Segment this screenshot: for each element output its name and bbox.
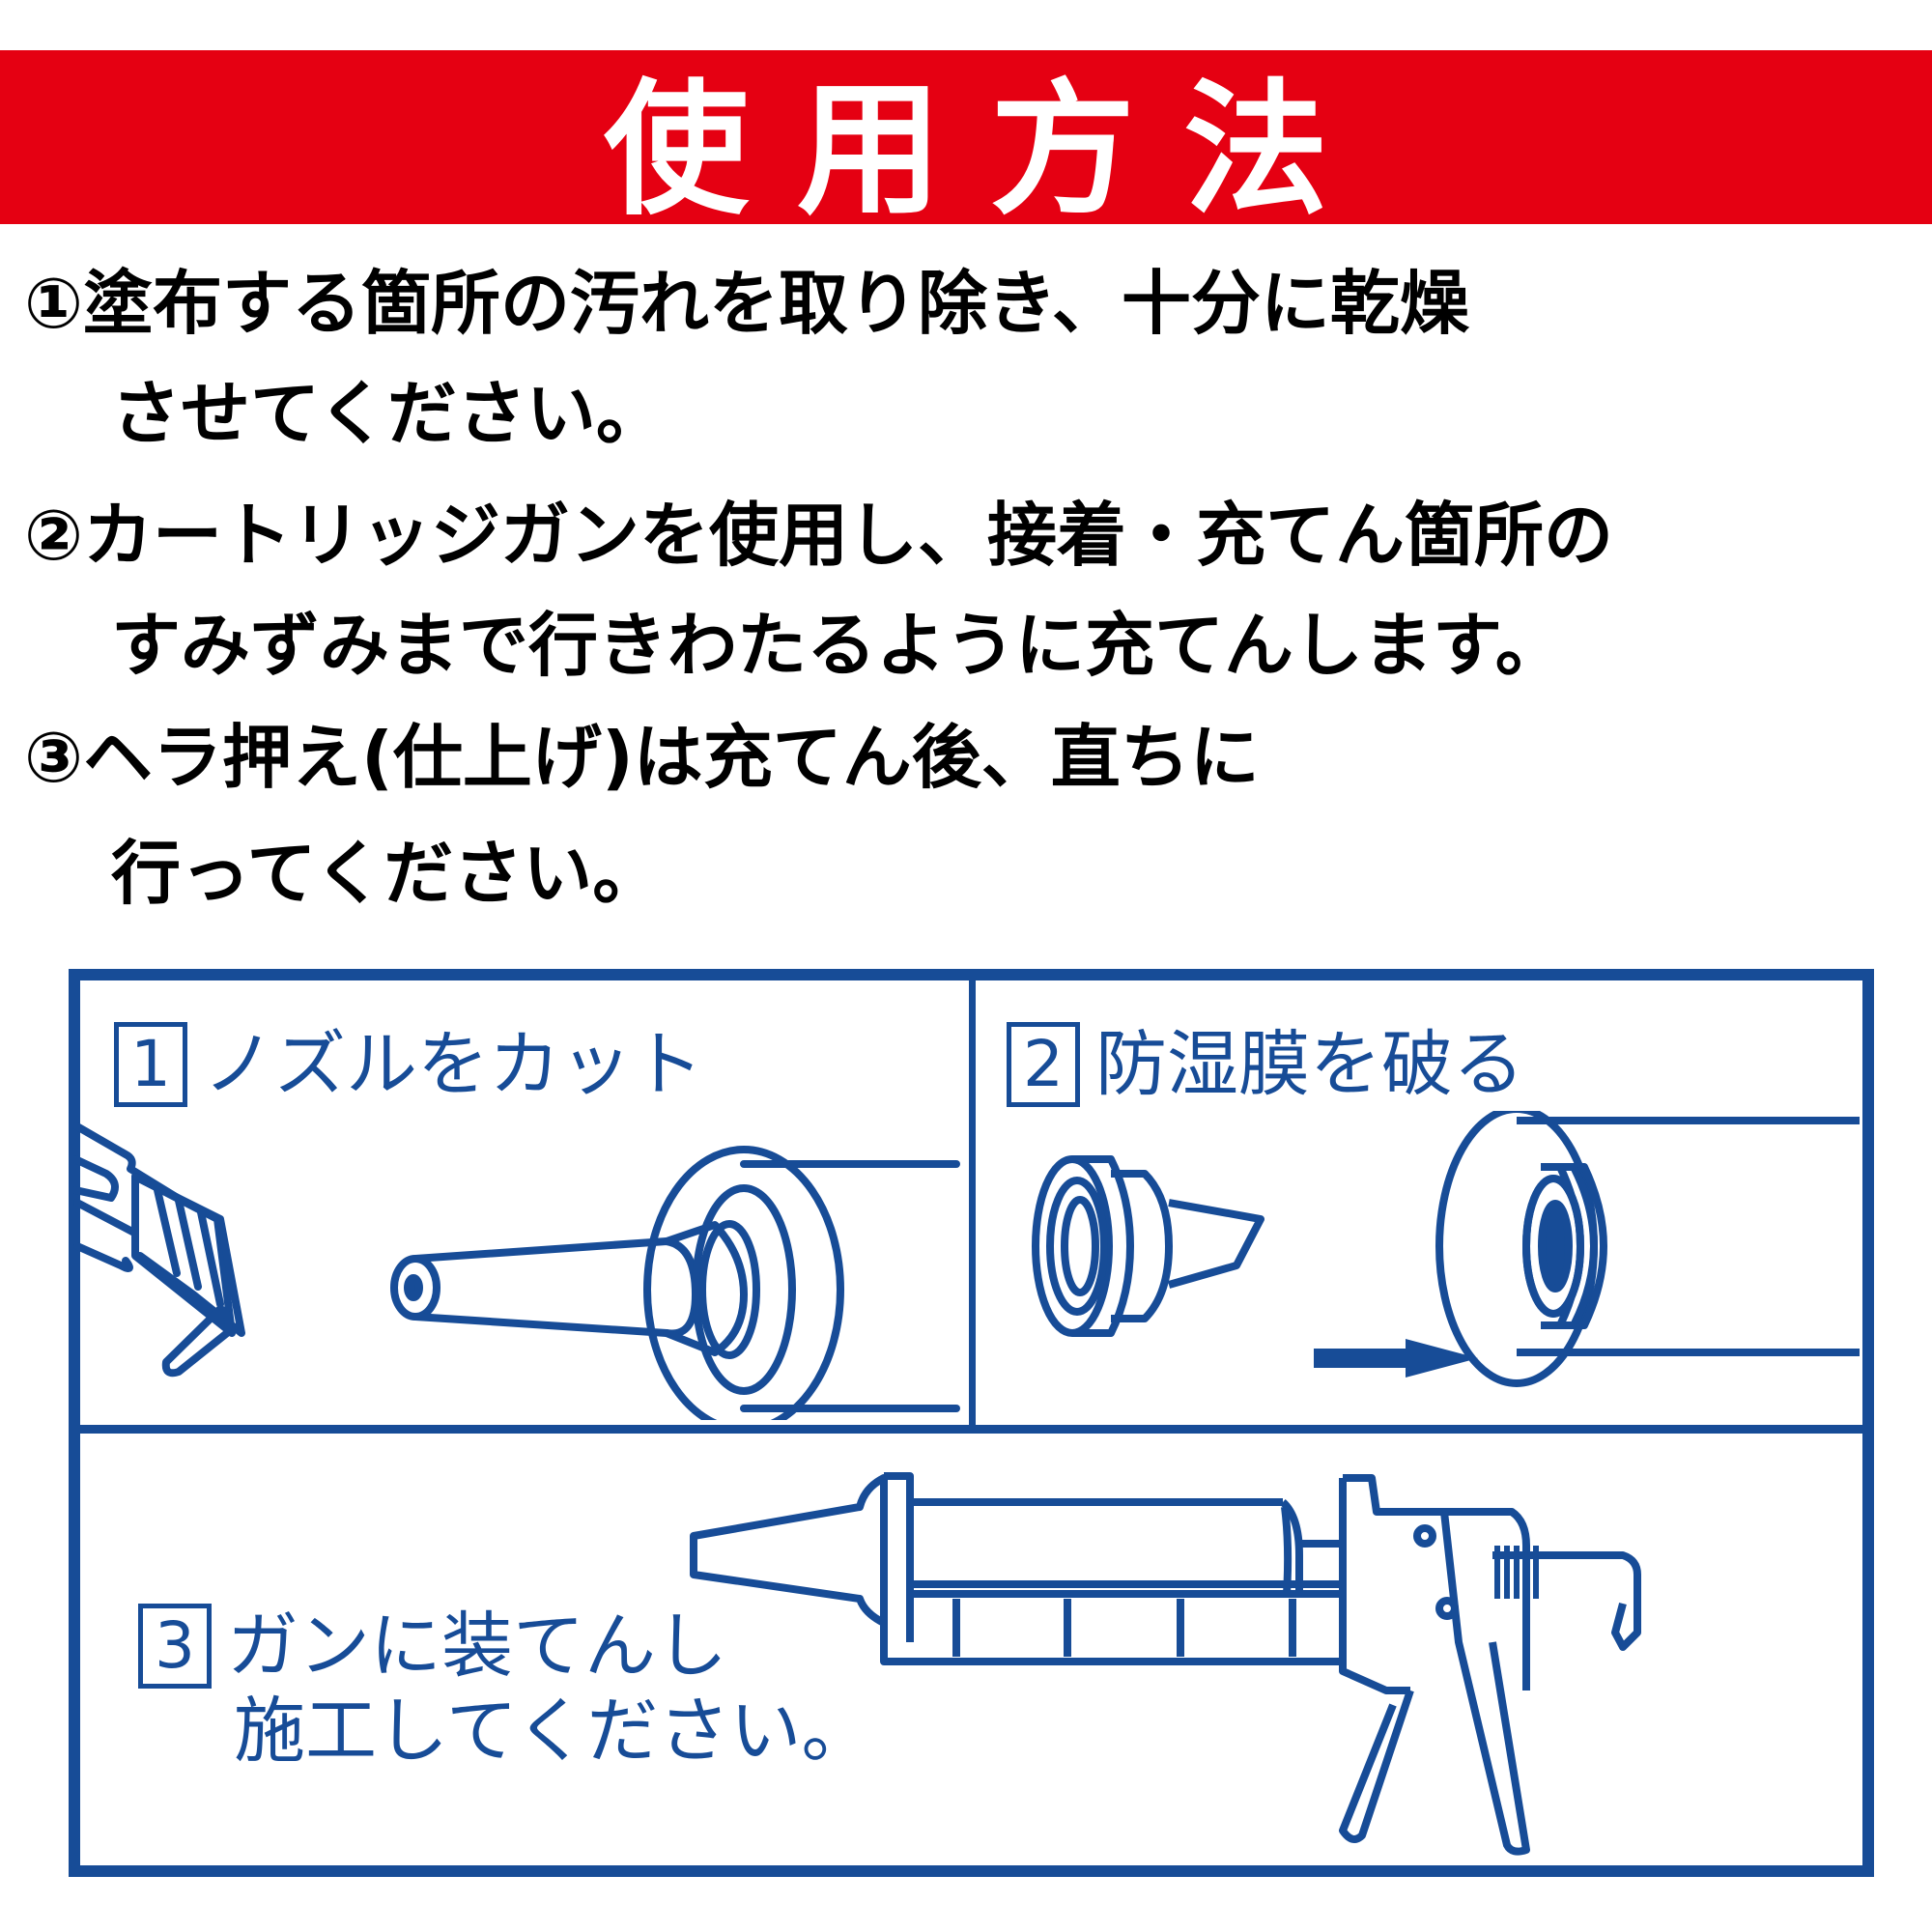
- instruction-1: ①塗布する箇所の汚れを取り除き、十分に乾燥: [24, 269, 1469, 338]
- step-number-box: 3: [138, 1604, 212, 1689]
- step-marker: ②: [24, 495, 83, 576]
- page-title: 使用方法: [603, 66, 1377, 235]
- cartridge-nozzle-icon: [390, 1146, 960, 1420]
- cutter-nozzle-illustration: [72, 1122, 960, 1420]
- step-marker: ③: [24, 717, 83, 798]
- instruction-3-continued: 行ってください。: [111, 833, 663, 914]
- caulking-gun-illustration: [690, 1472, 1641, 1856]
- step-number-box: 2: [1007, 1022, 1080, 1107]
- instruction-text: カートリッジガンを使用し、接着・充てん箇所の: [82, 495, 1613, 576]
- arrow-right-icon: [1314, 1339, 1478, 1378]
- panel-divider-vertical: [969, 969, 976, 1429]
- instruction-2-continued: すみずみまで行きわたるように充てんします。: [111, 605, 1565, 686]
- membrane-illustration: [1032, 1111, 1860, 1387]
- cutter-knife-icon: [72, 1122, 245, 1378]
- cartridge-icon: [1435, 1111, 1860, 1387]
- instruction-2: ②カートリッジガンを使用し、接着・充てん箇所の: [24, 500, 1613, 570]
- panel-divider-horizontal: [69, 1425, 1874, 1434]
- instruction-3: ③ヘラ押え(仕上げ)は充てん後、直ちに: [24, 723, 1260, 792]
- step-number-box: 1: [114, 1022, 187, 1107]
- instruction-text: 塗布する箇所の汚れを取り除き、十分に乾燥: [82, 263, 1469, 344]
- step-marker: ①: [24, 263, 83, 344]
- title-banner: [0, 50, 1932, 224]
- caulking-gun-icon: [690, 1472, 1641, 1856]
- panel-3-label-line2: 施工してください。: [234, 1690, 873, 1773]
- instruction-text: ヘラ押え(仕上げ)は充てん後、直ちに: [82, 717, 1260, 798]
- instruction-1-continued: させてください。: [111, 373, 666, 454]
- nozzle-icon: [1032, 1155, 1264, 1337]
